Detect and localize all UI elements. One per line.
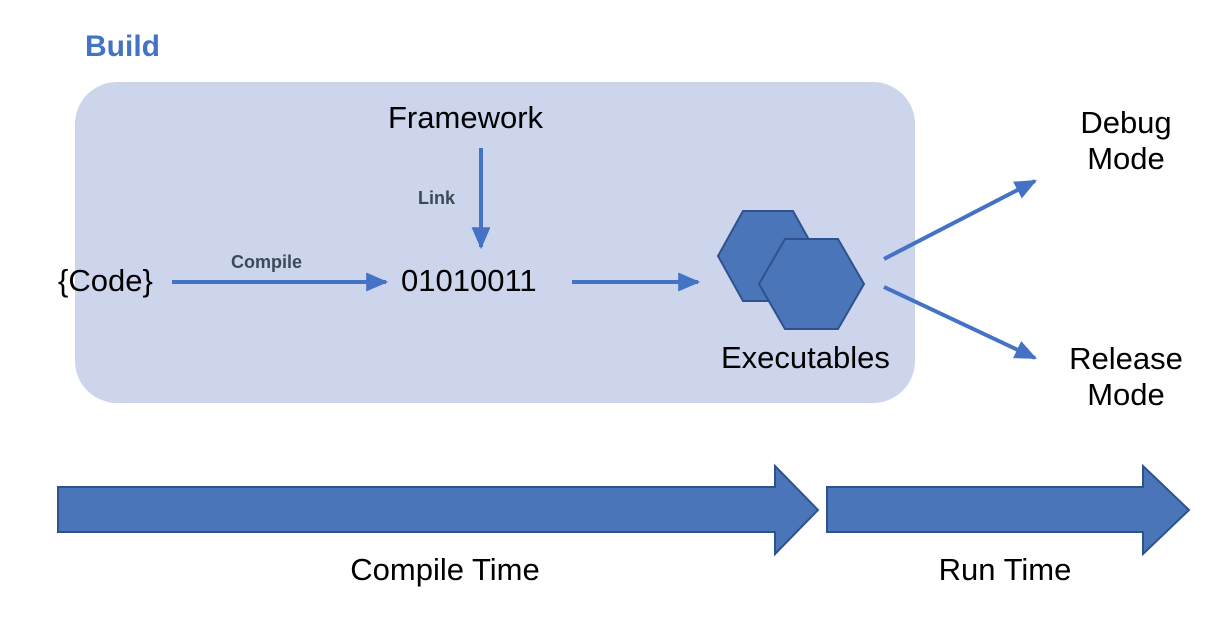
timeline-label-compile-time: Compile Time [350, 552, 540, 587]
arrow-release-branch [883, 285, 1037, 360]
output-debug-mode-line2: Mode [1087, 140, 1165, 176]
node-framework-label: Framework [388, 100, 544, 135]
node-code-label: {Code} [58, 263, 153, 298]
output-release-mode-line1: Release [1069, 341, 1183, 376]
timeline-label-run-time: Run Time [938, 552, 1072, 587]
timeline-arrow-compile [57, 463, 820, 557]
hexagon-front-shape [757, 238, 866, 330]
edge-label-link: Link [418, 188, 456, 208]
arrow-debug-branch [883, 179, 1037, 261]
output-release-mode-line2: Mode [1087, 376, 1165, 412]
node-executables-label: Executables [721, 340, 890, 375]
build-group-box [75, 82, 915, 403]
edge-label-compile: Compile [231, 252, 303, 272]
output-release-mode-label: Release Mode [1036, 341, 1216, 412]
node-binary-label: 01010011 [401, 263, 537, 298]
output-debug-mode-line1: Debug [1080, 105, 1172, 140]
output-debug-mode-label: Debug Mode [1036, 105, 1216, 176]
build-group-label: Build [85, 30, 160, 63]
timeline-arrow-run [826, 463, 1191, 557]
